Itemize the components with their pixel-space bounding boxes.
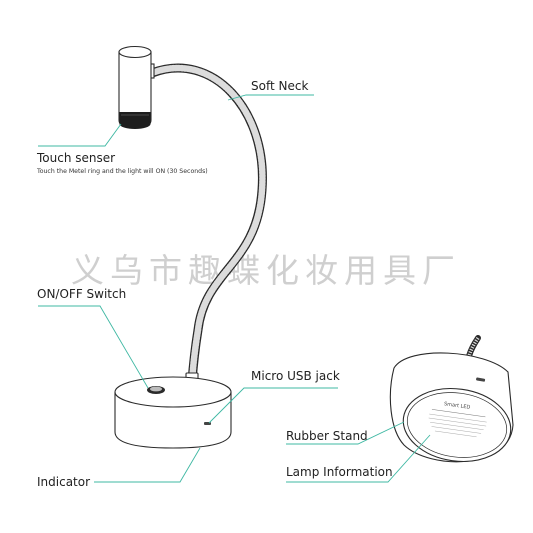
right-base-illustration: Smart LED (389, 335, 514, 463)
label-soft-neck: Soft Neck (251, 79, 308, 93)
watermark-text: 义乌市趣蝶化妆用具厂 (71, 251, 461, 290)
label-lamp-information: Lamp Information (286, 465, 393, 479)
label-touch-sensor: Touch senser (36, 151, 115, 165)
label-touch-sensor-note: Touch the Metel ring and the light will … (36, 168, 208, 175)
soft-neck-illustration (147, 63, 267, 387)
callout-lines (38, 94, 431, 483)
label-on-off-switch: ON/OFF Switch (37, 287, 126, 301)
base-label-info-lines (428, 409, 487, 438)
label-rubber-stand: Rubber Stand (286, 429, 368, 443)
base-label-brand: Smart LED (444, 401, 471, 411)
left-base-illustration (114, 376, 232, 449)
lamp-head-illustration (118, 45, 155, 129)
label-indicator: Indicator (37, 475, 90, 489)
label-micro-usb-jack: Micro USB jack (251, 369, 340, 383)
